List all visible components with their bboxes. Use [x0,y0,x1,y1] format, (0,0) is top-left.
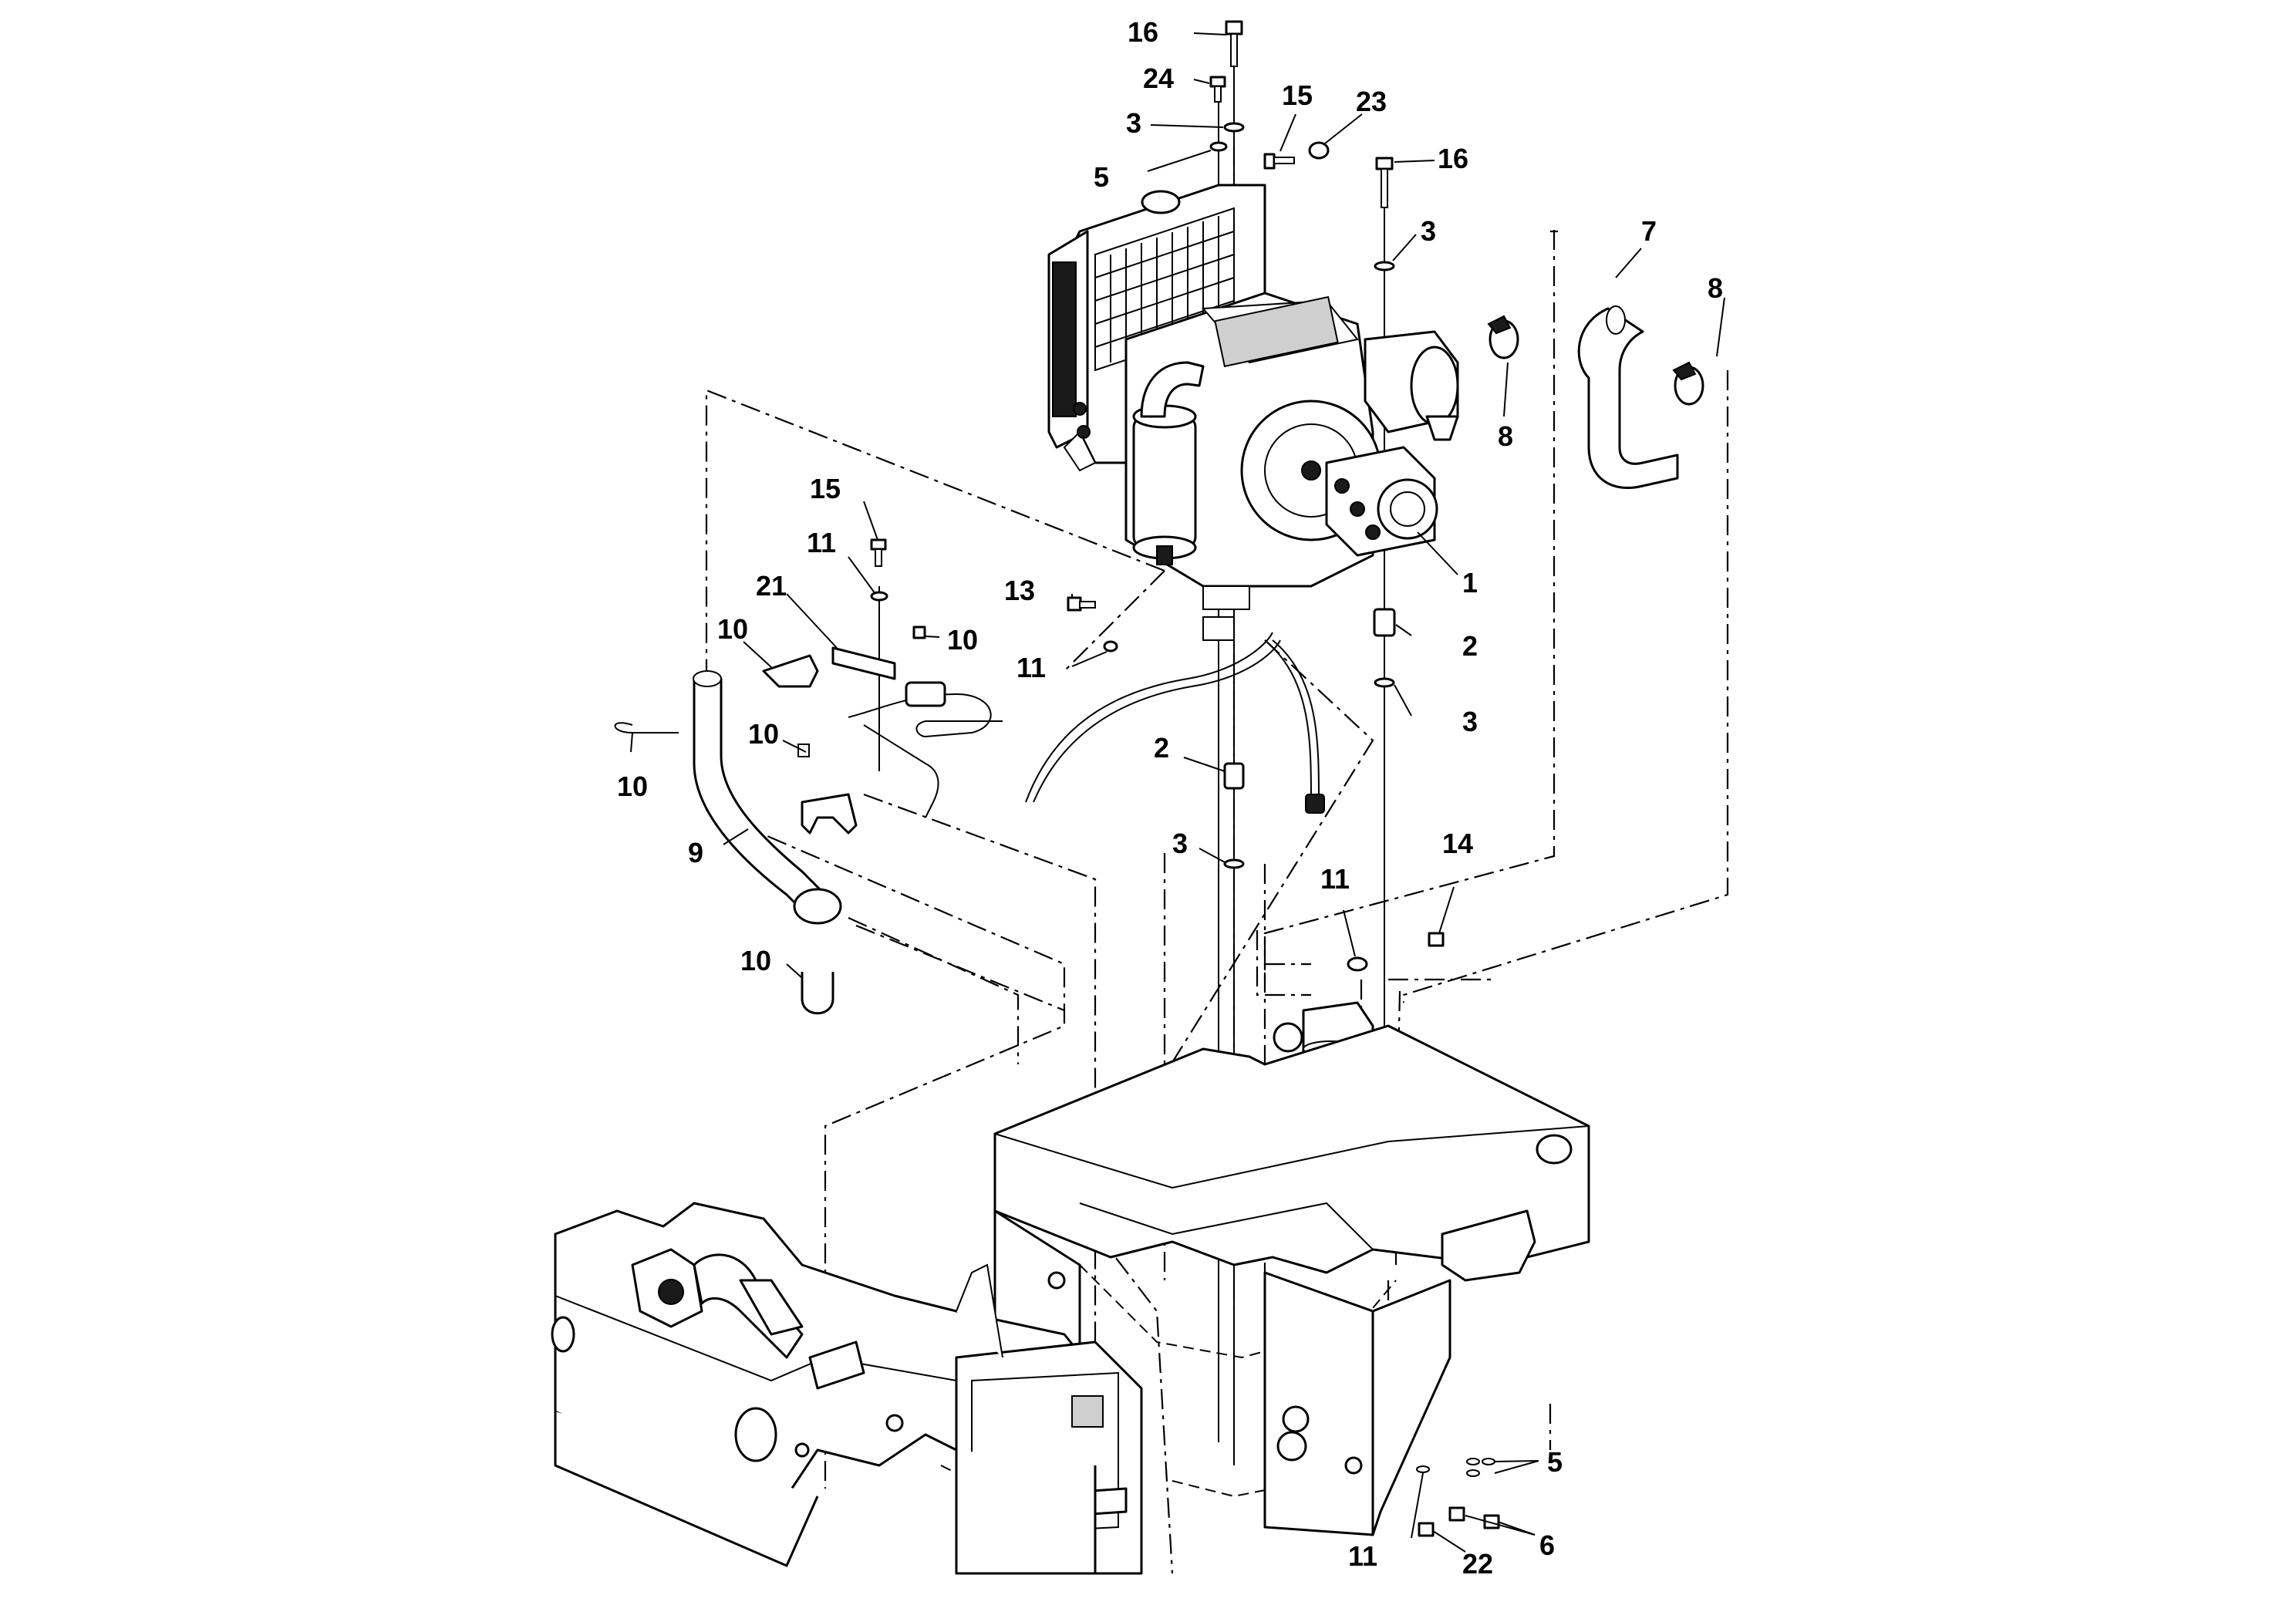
callout-8-right: 8 [1708,272,1723,304]
callout-15-left: 15 [810,473,841,504]
callout-23: 23 [1356,86,1387,117]
callout-11-bottom: 11 [1348,1540,1377,1572]
fuel-lines [848,616,1325,818]
callout-10-upper: 10 [717,613,748,645]
callout-22: 22 [1462,1548,1493,1580]
clamps [614,315,1704,1015]
callout-3-right: 3 [1421,215,1436,247]
callout-3-mid: 3 [1462,706,1478,737]
callout-8-left: 8 [1498,420,1513,452]
callout-24: 24 [1143,62,1174,94]
callout-7: 7 [1641,215,1657,247]
leader-lines [630,32,1725,1553]
main-frame [551,1024,1590,1575]
callout-10-clip: 10 [617,771,648,802]
callout-11-left: 11 [807,527,836,558]
engine-assembly [1047,184,1459,610]
callout-14: 14 [1442,828,1473,859]
callout-2-center: 2 [1154,732,1169,764]
callout-11-mid: 11 [1017,652,1046,683]
callout-5-bottom: 5 [1547,1446,1563,1478]
callout-15-top: 15 [1282,79,1313,111]
callout-16-top: 16 [1128,16,1158,48]
hose-7 [1577,305,1679,490]
callout-6: 6 [1539,1529,1555,1561]
callout-10-right: 10 [947,624,978,656]
callout-labels: 16 24 3 5 15 23 16 3 7 8 8 1 2 3 15 11 2… [617,16,1723,1580]
callout-2-right: 2 [1462,630,1478,662]
callout-3-top: 3 [1126,107,1141,139]
callout-10-bracket: 10 [748,718,779,750]
callout-5-top: 5 [1094,161,1109,193]
callout-1: 1 [1462,567,1478,599]
callout-21: 21 [756,570,787,602]
hose-9 [693,670,842,925]
callout-16-right: 16 [1438,143,1468,174]
callout-9: 9 [688,837,703,868]
callout-11-right: 11 [1320,863,1350,895]
callout-10-uclamp: 10 [740,945,771,976]
callout-3-center: 3 [1172,828,1188,859]
callout-13: 13 [1004,575,1035,606]
